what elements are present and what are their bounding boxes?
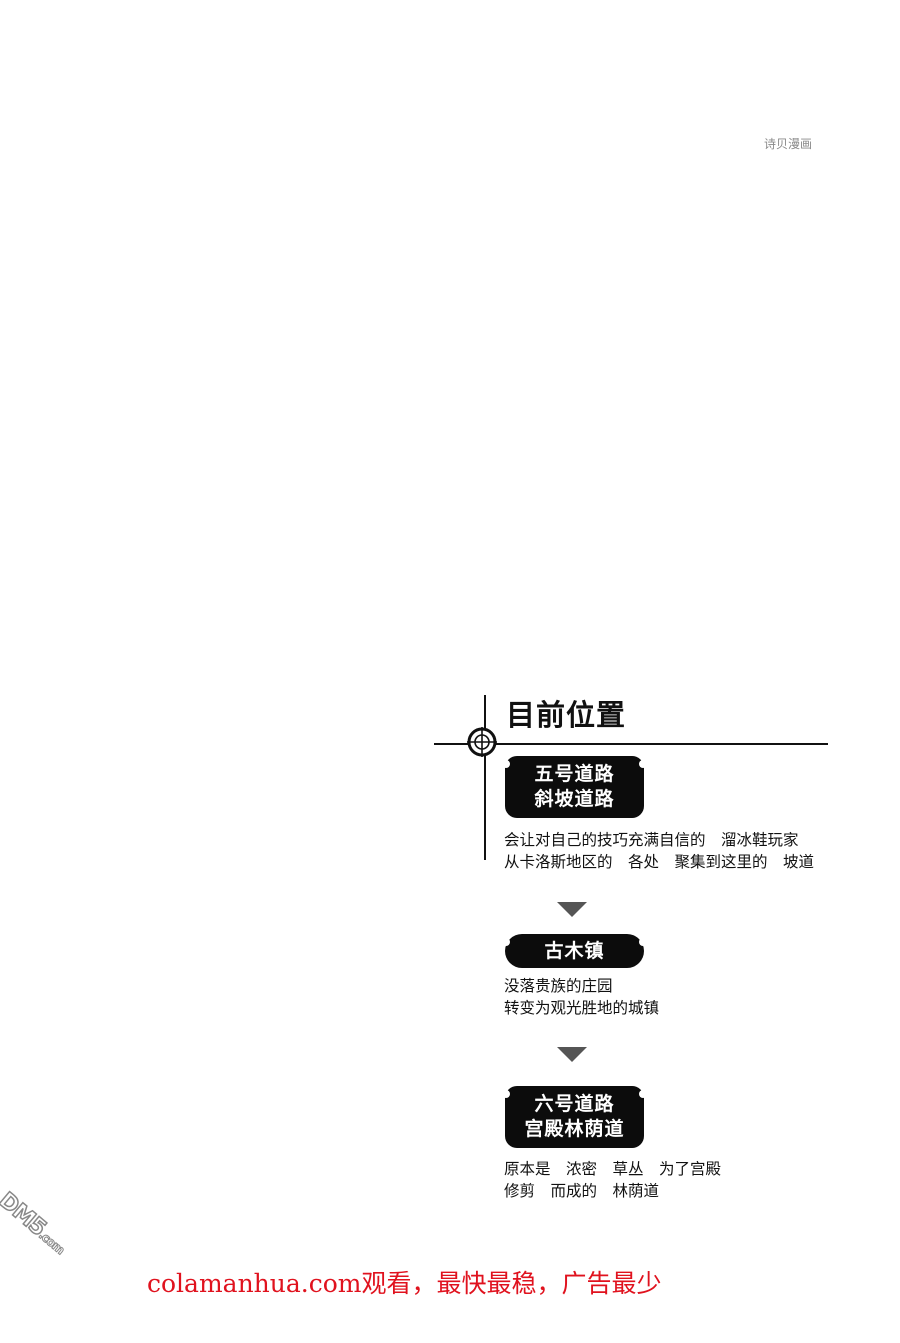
stop-description-route6: 原本是 浓密 草丛 为了宫殿修剪 而成的 林荫道	[504, 1158, 721, 1202]
down-arrow-icon	[557, 1047, 587, 1062]
description-line: 修剪 而成的 林荫道	[504, 1182, 660, 1200]
stop-name-line: 斜坡道路	[534, 788, 615, 810]
panel-title: 目前位置	[506, 698, 627, 732]
stop-badge-route6: 六号道路 宫殿林荫道	[502, 1086, 647, 1148]
stop-description-route5: 会让对自己的技巧充满自信的 溜冰鞋玩家从卡洛斯地区的 各处 聚集到这里的 坡道	[504, 829, 814, 873]
stop-description-camphrier-town: 没落贵族的庄园转变为观光胜地的城镇	[504, 975, 659, 1019]
dm5-watermark-logo: DM5.com	[0, 1187, 72, 1259]
logo-suffix: .com	[36, 1227, 68, 1257]
scan-credit: 诗贝漫画	[764, 137, 813, 151]
description-line: 会让对自己的技巧充满自信的 溜冰鞋玩家	[504, 831, 799, 849]
crosshair-target-icon	[467, 727, 497, 757]
description-line: 转变为观光胜地的城镇	[504, 999, 660, 1017]
stop-badge-camphrier-town: 古木镇	[502, 934, 647, 968]
stop-badge-route5: 五号道路 斜坡道路	[502, 756, 647, 818]
stop-name-line: 五号道路	[534, 763, 615, 785]
stop-name-line: 古木镇	[544, 939, 605, 962]
horizontal-rule	[434, 743, 828, 745]
vertical-rule	[484, 695, 486, 860]
stop-name-line: 六号道路	[534, 1093, 615, 1115]
down-arrow-icon	[557, 902, 587, 917]
description-line: 原本是 浓密 草丛 为了宫殿	[504, 1160, 722, 1178]
stop-name-line: 宫殿林荫道	[524, 1118, 625, 1140]
description-line: 从卡洛斯地区的 各处 聚集到这里的 坡道	[504, 853, 815, 871]
ad-banner-link[interactable]: colamanhua.com观看，最快最稳，广告最少	[147, 1269, 662, 1298]
description-line: 没落贵族的庄园	[504, 977, 613, 995]
